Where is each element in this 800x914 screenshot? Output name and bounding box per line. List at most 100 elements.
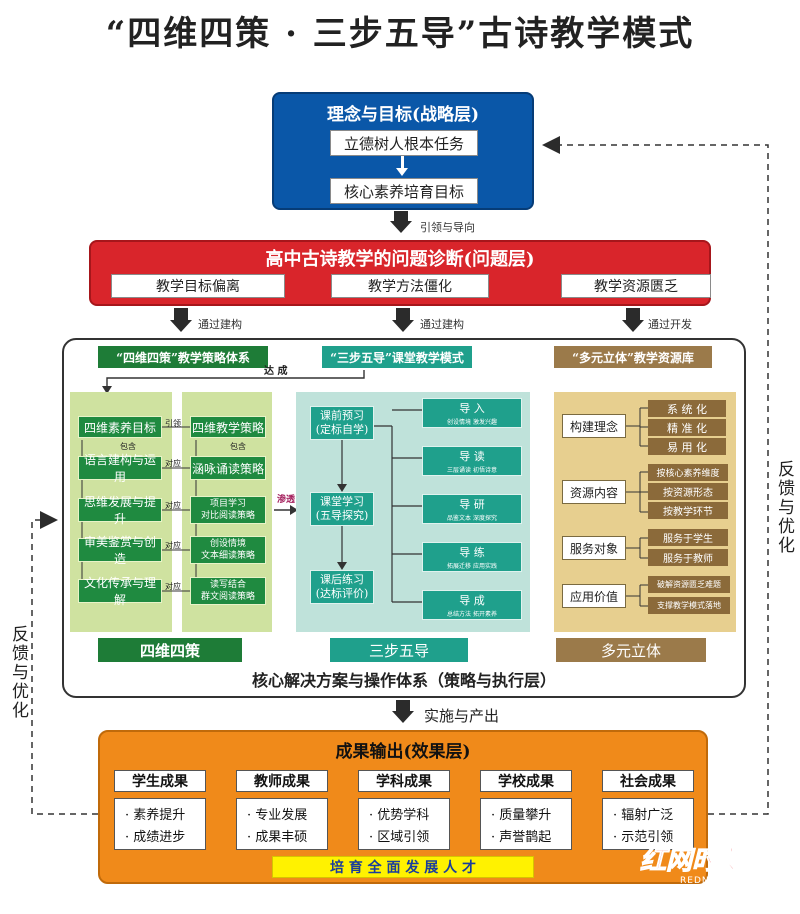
dimension-language: 语言建构与运用 [78, 453, 162, 484]
feedback-label-left: 反馈与优化 [8, 625, 28, 720]
guide-practice: 导 练 拓展迁移 应用实践 [422, 542, 522, 572]
strategy-project-learning: 项目学习 对比阅读策略 [190, 496, 266, 524]
dimension-thinking: 思维发展与提升 [78, 495, 162, 526]
strategy-box-morality: 立德树人根本任务 [330, 130, 478, 156]
arrow-build1-stem [174, 308, 188, 321]
arrow-guide-stem [394, 211, 408, 222]
guide-practice-sub: 拓展迁移 应用实践 [447, 562, 497, 570]
result-student-b: · 成绩进步 [125, 830, 186, 845]
guide-reading-title: 导 读 [459, 449, 485, 463]
step-class: 课堂学习 (五导探究) [310, 492, 374, 526]
resource-key-concept: 构建理念 [562, 414, 626, 438]
problem-title: 高中古诗教学的问题诊断(问题层) [265, 249, 535, 270]
page-title: “四维四策 · 三步五导”古诗教学模式 [105, 13, 695, 54]
resource-content-dimension: 按核心素养维度 [648, 464, 728, 481]
left-column-head: “四维四策”教学策略体系 [98, 346, 268, 368]
resource-concept-precise: 精 准 化 [648, 419, 726, 436]
guide-reading-sub: 三层诵读 初悟诗意 [447, 466, 497, 474]
guide-reading: 导 读 三层诵读 初悟诗意 [422, 446, 522, 476]
strategy-title: 理念与目标(战略层) [326, 104, 480, 125]
seep-arrow [274, 505, 298, 515]
result-body-society: · 辐射广泛 · 示范引领 [602, 798, 694, 850]
guide-intro-title: 导 入 [459, 401, 485, 415]
watermark-main: 红网时刻 [640, 846, 745, 877]
result-body-school: · 质量攀升 · 声誉鹊起 [480, 798, 572, 850]
core-title: 核心解决方案与操作体系（策略与执行层） [251, 671, 556, 690]
label-include-a: 包含 [120, 442, 136, 451]
result-head-student: 学生成果 [114, 770, 206, 792]
result-subject-a: · 优势学科 [369, 808, 430, 823]
resource-content-form: 按资源形态 [648, 483, 728, 500]
guide-research: 导 研 品鉴文本 深度探究 [422, 494, 522, 524]
middle-column-head: “三步五导”课堂教学模式 [322, 346, 472, 368]
guide-research-title: 导 研 [459, 497, 485, 511]
arrow-guide-head [390, 221, 412, 233]
label-correspond-4: 对应 [165, 582, 181, 591]
result-school-a: · 质量攀升 [491, 808, 552, 823]
guide-research-sub: 品鉴文本 深度探究 [447, 514, 497, 522]
result-body-subject: · 优势学科 · 区域引领 [358, 798, 450, 850]
guide-achieve-title: 导 成 [459, 593, 485, 607]
resource-concept-systematic: 系 统 化 [648, 400, 726, 417]
arrow-build2-head [392, 320, 414, 332]
strategy-box-literacy: 核心素养培育目标 [330, 178, 478, 204]
label-seep: 渗透 [277, 495, 296, 505]
label-include-b: 包含 [230, 442, 246, 451]
guide-intro-sub: 创设情境 激发兴趣 [447, 418, 497, 426]
watermark-logo: 红网时刻 REDNET.CN [640, 846, 790, 892]
result-title: 成果输出(效果层) [335, 741, 471, 762]
label-lead: 引领 [165, 419, 181, 428]
result-head-school: 学校成果 [480, 770, 572, 792]
result-layer-panel: 成果输出(效果层) 学生成果 · 素养提升 · 成绩进步 教师成果 · 专业发展… [98, 730, 708, 884]
result-subject-b: · 区域引领 [369, 830, 430, 845]
guide-intro: 导 入 创设情境 激发兴趣 [422, 398, 522, 428]
watermark-sub: REDNET.CN [680, 876, 741, 886]
result-head-teacher: 教师成果 [236, 770, 328, 792]
result-student-a: · 素养提升 [125, 808, 186, 823]
arrow-develop-stem [626, 308, 640, 321]
resource-content-stage: 按教学环节 [648, 502, 728, 519]
middle-connector-lines [337, 409, 422, 603]
label-reach: 达 成 [264, 366, 288, 377]
strategy-layer-panel: 理念与目标(战略层) 立德树人根本任务 核心素养培育目标 [272, 92, 534, 210]
strategy-read-write: 读写结合 群文阅读策略 [190, 577, 266, 605]
label-develop: 通过开发 [648, 318, 692, 331]
strategy-inner-arrow-stem [401, 156, 404, 170]
resource-audience-students: 服务于学生 [648, 529, 728, 546]
feedback-label-right: 反馈与优化 [774, 460, 794, 555]
dimension-strategy-box: 四维教学策略 [190, 416, 266, 438]
result-teacher-a: · 专业发展 [247, 808, 308, 823]
problem-item-resource-shortage: 教学资源匮乏 [561, 274, 711, 298]
step-practice: 课后练习 (达标评价) [310, 570, 374, 604]
result-head-society: 社会成果 [602, 770, 694, 792]
result-body-teacher: · 专业发展 · 成果丰硕 [236, 798, 328, 850]
label-implement: 实施与产出 [424, 707, 500, 725]
resource-audience-teachers: 服务于教师 [648, 549, 728, 566]
dimension-culture: 文化传承与理解 [78, 576, 162, 607]
arrow-implement-stem [396, 700, 410, 712]
result-society-b: · 示范引领 [613, 830, 674, 845]
guide-practice-title: 导 练 [459, 545, 485, 559]
right-column-head: “多元立体”教学资源库 [554, 346, 712, 368]
right-footer: 多元立体 [556, 638, 706, 662]
result-body-student: · 素养提升 · 成绩进步 [114, 798, 206, 850]
resource-key-value: 应用价值 [562, 584, 626, 608]
guide-achieve: 导 成 总结方法 拓开素养 [422, 590, 522, 620]
arrow-develop-head [622, 320, 644, 332]
label-correspond-1: 对应 [165, 459, 181, 468]
arrow-build2-stem [396, 308, 410, 321]
label-build-1: 通过建构 [198, 318, 242, 331]
label-correspond-3: 对应 [165, 541, 181, 550]
middle-footer: 三步五导 [330, 638, 468, 662]
right-connector-lines [626, 407, 648, 607]
arrow-build1-head [170, 320, 192, 332]
result-society-a: · 辐射广泛 [613, 808, 674, 823]
dimension-goal-box: 四维素养目标 [78, 416, 162, 438]
resource-value-solve: 破解资源匮乏难题 [648, 576, 730, 593]
core-panel: “四维四策”教学策略体系 “三步五导”课堂教学模式 “多元立体”教学资源库 达 … [62, 338, 746, 698]
result-teacher-b: · 成果丰硕 [247, 830, 308, 845]
guide-achieve-sub: 总结方法 拓开素养 [447, 610, 497, 618]
dimension-aesthetics: 审美鉴赏与创造 [78, 535, 162, 566]
label-build-2: 通过建构 [420, 318, 464, 331]
